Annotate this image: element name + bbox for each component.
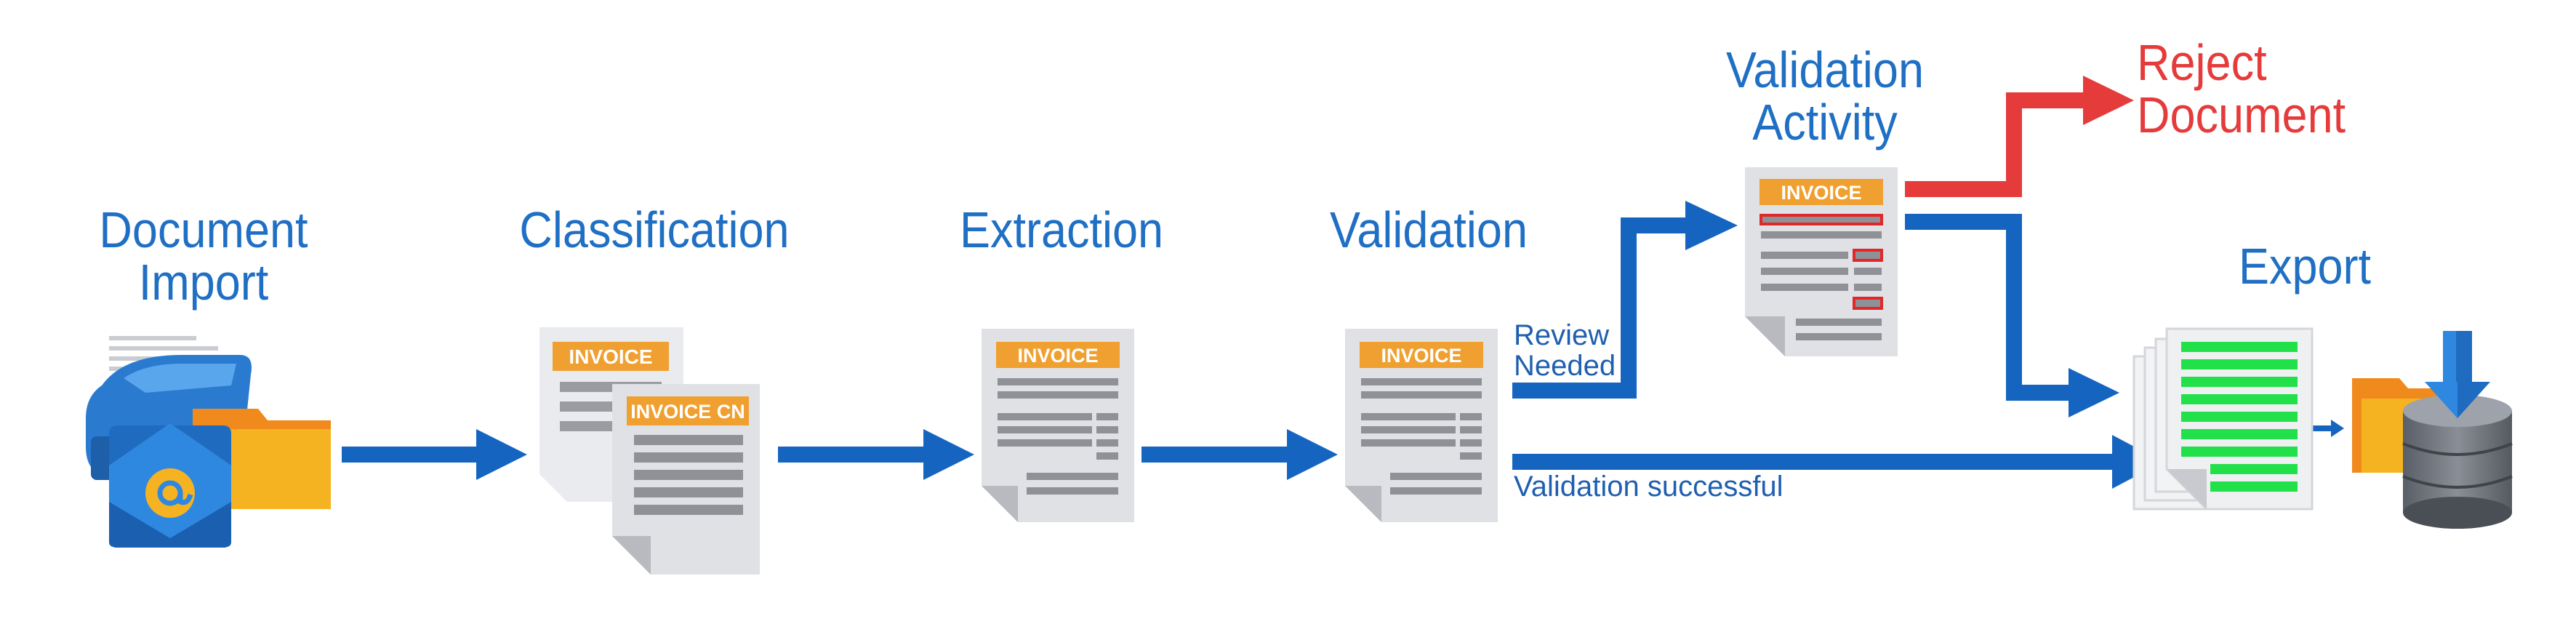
stage-label-export: Export (2238, 238, 2372, 295)
validation-activity-invoice-document-icon: INVOICE (1745, 167, 1898, 356)
validation-invoice-document-icon: INVOICE (1345, 329, 1498, 522)
invoice-title: INVOICE (569, 345, 652, 368)
download-arrow-icon (2425, 331, 2490, 418)
stage-label-extraction: Extraction (959, 201, 1164, 258)
arrow-validation-activity-to-reject (1905, 76, 2134, 197)
invoice-title: INVOICE (1017, 345, 1098, 367)
edge-label-review-needed: Review Needed (1514, 319, 1616, 382)
stage-label-classification: Classification (519, 201, 790, 258)
email-icon (109, 423, 231, 548)
stage-label-document-import: Document Import (99, 201, 308, 311)
arrow-classification-to-extraction (778, 429, 974, 480)
stage-label-validation: Validation (1329, 201, 1528, 258)
invoice-title: INVOICE (1781, 182, 1861, 204)
database-icon (2402, 395, 2513, 529)
arrow-import-to-classification (342, 429, 527, 480)
invoice-cn-title: INVOICE CN (630, 401, 745, 423)
export-database-icon (2352, 331, 2513, 529)
arrow-validation-activity-to-export (1905, 214, 2119, 417)
edge-label-validation-successful: Validation successful (1514, 471, 1783, 503)
extraction-invoice-document-icon: INVOICE (982, 329, 1134, 522)
arrow-export-docs-to-database (2312, 420, 2344, 437)
arrow-review-needed-to-validation-activity (1512, 201, 1738, 399)
arrow-validation-to-export (1512, 435, 2163, 489)
classification-invoice-cn-document-icon: INVOICE CN (612, 384, 760, 575)
document-import-icon (86, 336, 331, 548)
export-documents-stack-icon (2132, 327, 2314, 511)
stage-label-validation-activity: Validation Activity (1725, 41, 1925, 151)
stage-label-reject-document: Reject Document (2137, 34, 2346, 143)
arrow-extraction-to-validation (1141, 429, 1338, 480)
invoice-title: INVOICE (1381, 345, 1461, 367)
